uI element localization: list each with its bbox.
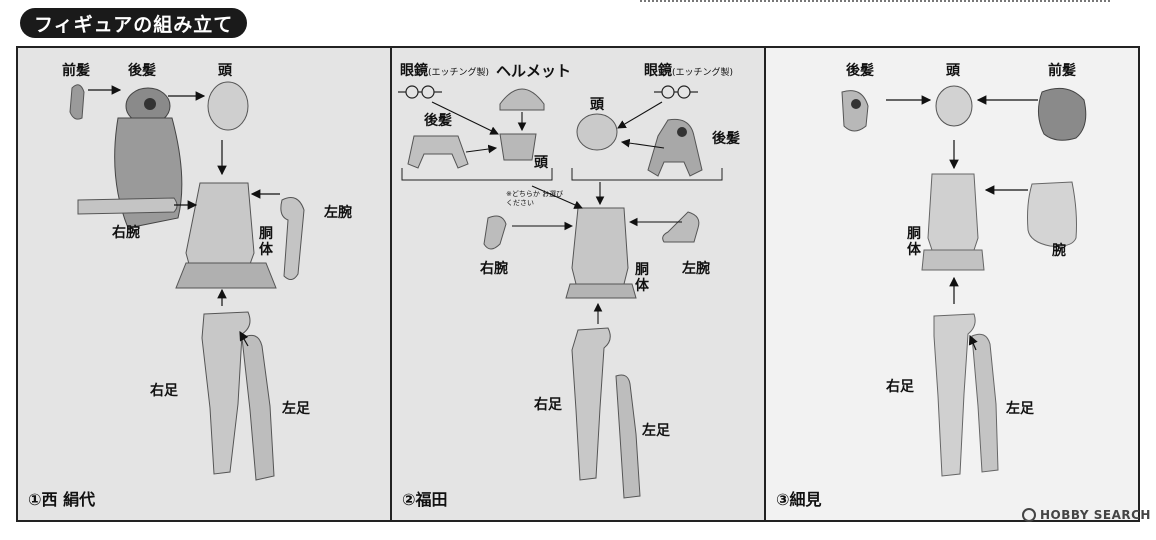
torso-part <box>927 173 979 251</box>
helmet-part <box>499 88 545 111</box>
head-part <box>207 81 249 131</box>
label-back-hair-right: 後髪 <box>712 131 740 147</box>
label-torso: 胴体 <box>907 226 921 258</box>
label-head: 頭 <box>946 63 960 79</box>
torso-part <box>185 182 255 276</box>
front-hair-part <box>69 84 85 120</box>
label-right-leg: 右足 <box>886 379 914 395</box>
label-right-arm: 右腕 <box>480 261 508 277</box>
cropped-header-text <box>640 0 1110 8</box>
choice-note: ※どちらか お選びください <box>506 190 564 207</box>
right-arm-part <box>77 197 178 215</box>
watermark-icon <box>1022 508 1036 522</box>
watermark: HOBBY SEARCH <box>1022 508 1151 522</box>
right-leg-part <box>201 311 251 475</box>
panel-nishi: 前髪 後髪 頭 右腕 左腕 胴体 右足 左足 ①西 絹代 <box>16 46 392 522</box>
front-hair-part <box>1038 87 1087 141</box>
torso-part <box>571 207 629 285</box>
label-front-hair: 前髪 <box>62 63 90 79</box>
label-front-hair: 前髪 <box>1048 63 1076 79</box>
label-head-left: 頭 <box>534 155 548 171</box>
left-leg-part <box>615 374 641 499</box>
panel-nishi-illustration <box>69 81 305 481</box>
arms-part <box>1027 181 1077 247</box>
label-glasses-left-note: (エッチング製) <box>428 68 490 78</box>
panel-fukuda: 眼鏡(エッチング製) ヘルメット 眼鏡(エッチング製) 後髪 頭 頭 後髪 ※ど… <box>390 46 766 522</box>
label-arms: 腕 <box>1052 243 1066 259</box>
left-leg-part <box>241 334 275 481</box>
section-title: フィギュアの組み立て <box>20 8 248 38</box>
back-hair-right-part <box>647 118 703 177</box>
right-leg-part <box>933 313 976 477</box>
label-torso: 胴体 <box>259 226 273 258</box>
label-left-leg: 左足 <box>282 401 310 417</box>
label-right-arm: 右腕 <box>112 225 140 241</box>
label-left-arm: 左腕 <box>682 261 710 277</box>
label-glasses-right-text: 眼鏡 <box>644 63 672 79</box>
label-torso: 胴体 <box>635 262 649 294</box>
section-title-text: フィギュアの組み立て <box>34 13 234 36</box>
glasses-right-part <box>654 85 698 99</box>
left-arm-part <box>280 197 305 280</box>
label-helmet: ヘルメット <box>496 62 572 80</box>
label-back-hair: 後髪 <box>128 63 156 79</box>
label-right-leg: 右足 <box>150 383 178 399</box>
panel-caption: ①西 絹代 <box>28 490 96 509</box>
back-hair-left-part <box>407 135 469 169</box>
panel-caption: ②福田 <box>402 490 448 509</box>
head-left-part <box>499 133 537 161</box>
label-back-hair: 後髪 <box>846 63 874 79</box>
right-leg-part <box>571 327 611 481</box>
left-arm-part <box>662 211 700 243</box>
back-hair-part <box>841 90 869 132</box>
label-right-leg: 右足 <box>534 397 562 413</box>
label-head-right: 頭 <box>590 97 604 113</box>
label-glasses-left-text: 眼鏡 <box>400 63 428 79</box>
label-back-hair-left: 後髪 <box>424 113 452 129</box>
glasses-left-part <box>398 85 442 99</box>
head-part <box>935 85 973 127</box>
watermark-text: HOBBY SEARCH <box>1040 508 1151 522</box>
label-glasses-left: 眼鏡(エッチング製) <box>400 60 489 80</box>
label-head: 頭 <box>218 63 232 79</box>
panel-fukuda-illustration <box>398 85 723 499</box>
label-left-leg: 左足 <box>642 423 670 439</box>
panel-caption: ③細見 <box>776 490 822 509</box>
label-left-arm: 左腕 <box>324 205 352 221</box>
panel-hosomi-illustration <box>841 85 1087 477</box>
panel-hosomi: 後髪 頭 前髪 胴体 腕 右足 左足 ③細見 <box>764 46 1140 522</box>
label-glasses-right: 眼鏡(エッチング製) <box>644 60 733 80</box>
right-arm-part <box>483 215 507 250</box>
label-left-leg: 左足 <box>1006 401 1034 417</box>
head-right-part <box>576 113 618 151</box>
left-leg-part <box>971 333 999 473</box>
label-glasses-right-note: (エッチング製) <box>672 68 734 78</box>
